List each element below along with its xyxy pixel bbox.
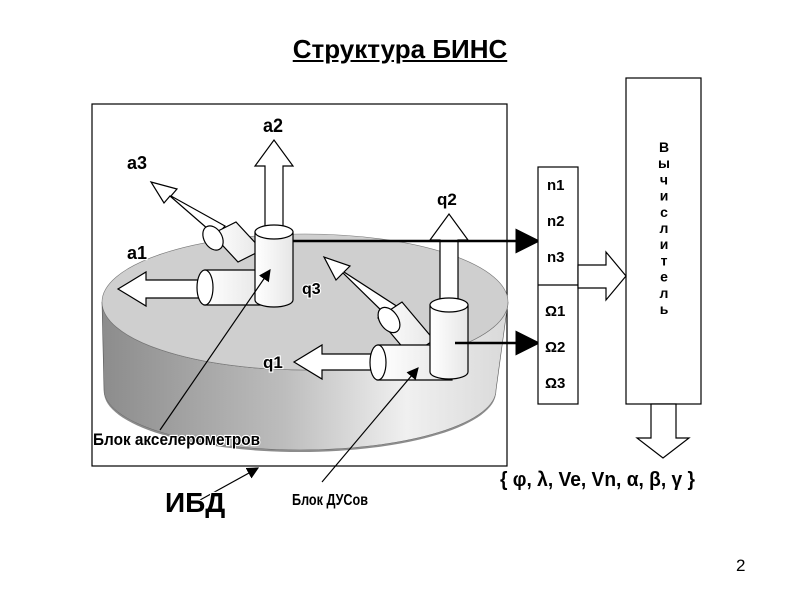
accel-block-pointer — [159, 269, 271, 431]
ibd-pointer — [199, 467, 260, 501]
accelerometer-block — [196, 221, 294, 308]
slide-title: Структура БИНС — [292, 34, 508, 64]
gyro-block — [369, 297, 469, 381]
computer-label-letter: и — [660, 236, 669, 252]
page-number: 2 — [736, 556, 746, 575]
signals-to-computer-arrow — [577, 250, 627, 302]
label-a2: a2 — [263, 115, 283, 137]
computer-label-letter: и — [660, 188, 669, 204]
computer-output-arrow — [635, 403, 691, 459]
computer-label-letter: с — [660, 204, 668, 220]
label-omega2: Ω2 — [545, 339, 565, 356]
label-ibd: ИБД — [165, 487, 225, 518]
computer-label-letter: т — [661, 252, 668, 268]
label-gyro-block: Блок ДУСов — [292, 492, 368, 509]
label-n3: n3 — [547, 249, 565, 266]
arrow-q1 — [292, 343, 377, 381]
label-accel-block: Блок акселерометров — [93, 430, 260, 449]
computer-label-letter: ы — [658, 155, 670, 171]
computer-label-letter: ь — [660, 301, 669, 317]
label-q2: q2 — [437, 190, 457, 209]
arrow-a2 — [253, 138, 295, 229]
label-output: { φ, λ, Ve, Vn, α, β, γ } — [500, 469, 695, 491]
gyro-block-pointer — [321, 367, 419, 483]
label-a1: a1 — [127, 243, 147, 263]
arrow-q3 — [322, 255, 399, 318]
label-n1: n1 — [547, 177, 565, 194]
computer-label-letter: В — [659, 139, 669, 155]
label-omega1: Ω1 — [545, 303, 565, 320]
label-n2: n2 — [547, 213, 565, 230]
label-q1: q1 — [263, 353, 283, 372]
computer-label-letter: е — [660, 269, 668, 285]
computer-label-letter: л — [660, 220, 669, 236]
computer-block — [625, 77, 702, 405]
label-omega3: Ω3 — [545, 375, 565, 392]
label-q3: q3 — [302, 281, 321, 298]
computer-label-letter: ч — [660, 171, 668, 187]
computer-label-letter: л — [660, 285, 669, 301]
arrow-a3 — [149, 181, 226, 237]
label-a3: a3 — [127, 153, 147, 173]
